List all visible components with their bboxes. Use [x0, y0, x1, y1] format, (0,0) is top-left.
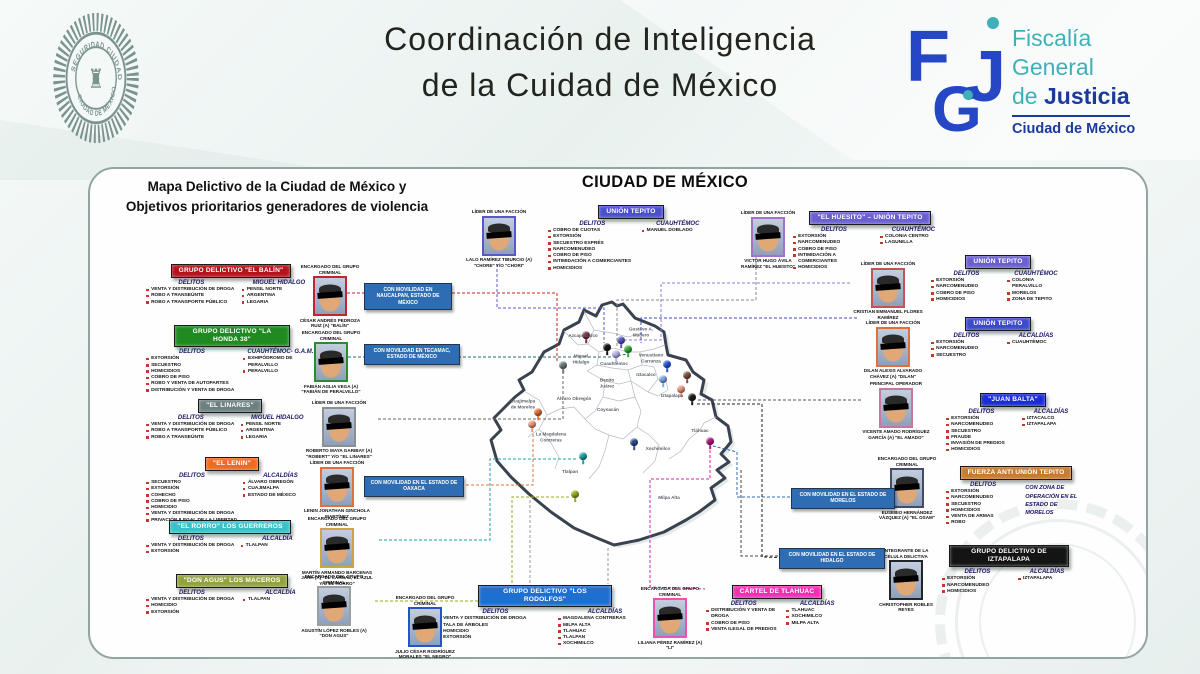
- map-title: Mapa Delictivo de la Ciudad de México y …: [125, 179, 429, 215]
- fgj-monogram-icon: F G J: [906, 17, 1006, 145]
- page-title: Coordinación de Inteligencia de la Cuida…: [250, 16, 950, 109]
- fgj-logo: F G J Fiscalía General de Justicia Ciuda…: [898, 6, 1194, 158]
- page-title-line1: Coordinación de Inteligencia: [384, 21, 816, 57]
- fgj-divider: [1012, 114, 1130, 117]
- svg-text:G: G: [932, 73, 982, 145]
- fgj-line3: de Justicia: [1012, 82, 1130, 109]
- main-panel: [88, 167, 1148, 659]
- svg-text:J: J: [966, 37, 1006, 117]
- badge-watermark: [935, 499, 1146, 657]
- fgj-line2: General: [1012, 53, 1094, 80]
- svg-text:F: F: [906, 17, 950, 97]
- castle-icon: ♜: [88, 64, 104, 94]
- city-title: CIUDAD DE MÉXICO: [581, 173, 749, 191]
- fgj-line4: Ciudad de México: [1012, 120, 1136, 137]
- police-badge-logo: SEGURIDAD CIUDADANA CIUDAD DE MÉXICO ♜: [50, 8, 139, 144]
- fgj-line1: Fiscalía: [1012, 25, 1092, 51]
- page-title-line2: de la Cuidad de México: [421, 67, 779, 104]
